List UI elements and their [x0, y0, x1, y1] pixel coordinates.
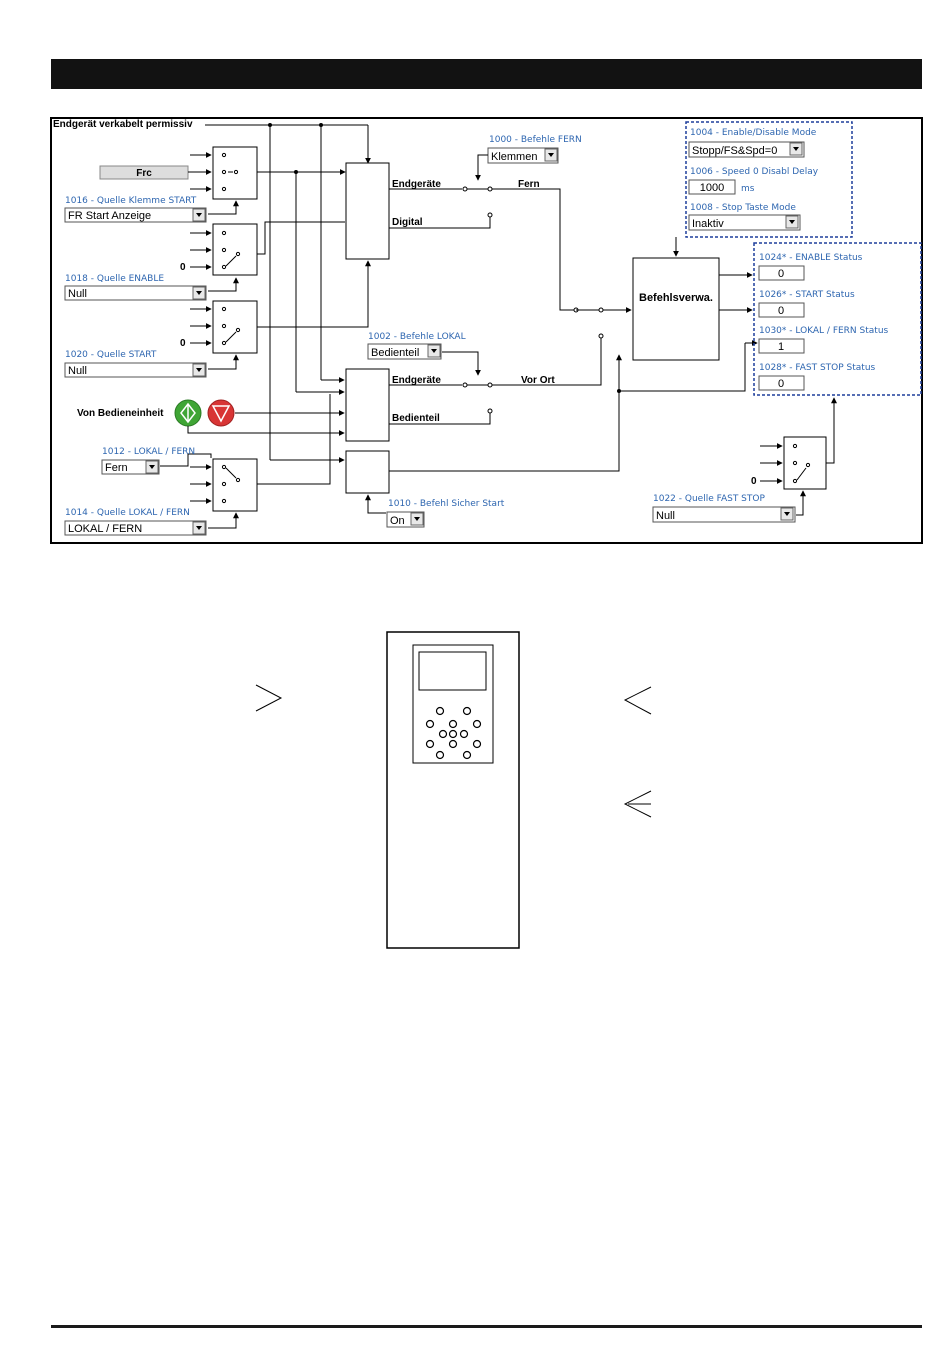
svg-text:Befehlsverwa.: Befehlsverwa.: [639, 292, 713, 304]
svg-text:FR Start Anzeige: FR Start Anzeige: [68, 210, 151, 222]
param-1006-input[interactable]: 1000: [688, 179, 736, 195]
svg-text:Von Bedieneinheit: Von Bedieneinheit: [77, 408, 164, 419]
svg-text:Frc: Frc: [136, 168, 152, 179]
param-1010-dropdown[interactable]: On: [386, 511, 425, 528]
header-bar: [51, 59, 922, 89]
param-1022-dropdown[interactable]: Null: [652, 506, 796, 523]
footer-rule: [51, 1325, 922, 1328]
param-1020-dropdown[interactable]: Null: [64, 362, 207, 378]
svg-text:0: 0: [751, 476, 757, 487]
svg-text:Klemmen: Klemmen: [491, 151, 537, 163]
param-1008-dropdown[interactable]: Inaktiv: [688, 214, 801, 231]
status-1028-value: 0: [778, 378, 784, 390]
status-1026-value: 0: [778, 305, 784, 317]
param-1002-dropdown[interactable]: Bedienteil: [367, 343, 442, 360]
svg-text:Endgeräte: Endgeräte: [392, 179, 441, 190]
status-1024-label: 1024* - ENABLE Status: [759, 253, 863, 263]
svg-text:Bedienteil: Bedienteil: [371, 347, 419, 359]
safe-start-block: [345, 450, 390, 494]
param-1018-dropdown[interactable]: Null: [64, 285, 207, 301]
param-1000-dropdown[interactable]: Klemmen: [487, 147, 559, 164]
param-1006-unit: ms: [741, 184, 755, 194]
mode-settings-group: [685, 121, 853, 238]
status-group: [753, 242, 922, 396]
svg-text:Vor Ort: Vor Ort: [521, 375, 555, 386]
switch-block-enable: [212, 223, 258, 276]
status-1030-value: 1: [778, 341, 784, 353]
param-1012-label: 1012 - LOKAL / FERN: [102, 447, 195, 457]
switch-block-local-remote: [212, 458, 258, 512]
double-chevron-left-icon: [623, 790, 652, 818]
param-1002-label: 1002 - Befehle LOKAL: [368, 332, 466, 342]
svg-text:Null: Null: [68, 365, 87, 377]
param-1004-dropdown[interactable]: Stopp/FS&Spd=0: [688, 141, 805, 158]
local-command-block: [345, 368, 390, 442]
stop-button-icon[interactable]: [207, 399, 235, 427]
param-1014-dropdown[interactable]: LOKAL / FERN: [64, 520, 207, 536]
svg-text:Null: Null: [656, 510, 675, 522]
param-1006-label: 1006 - Speed 0 Disabl Delay: [690, 167, 819, 177]
status-1024-value: 0: [778, 268, 784, 280]
svg-text:Digital: Digital: [392, 217, 423, 228]
chevron-left-icon: [623, 686, 652, 715]
switch-block-fast-stop: [783, 436, 827, 490]
svg-text:Null: Null: [68, 288, 87, 300]
param-1016-dropdown[interactable]: FR Start Anzeige: [64, 207, 207, 223]
permissive-label: Endgerät verkabelt permissiv: [53, 119, 193, 130]
param-1010-label: 1010 - Befehl Sicher Start: [388, 499, 505, 509]
svg-text:Fern: Fern: [105, 462, 128, 474]
drive-keypad-illustration: [386, 631, 520, 949]
svg-text:1000: 1000: [700, 182, 724, 194]
param-1018-label: 1018 - Quelle ENABLE: [65, 274, 164, 284]
svg-text:Inaktiv: Inaktiv: [692, 218, 724, 230]
param-1000-label: 1000 - Befehle FERN: [489, 135, 582, 145]
svg-text:0: 0: [180, 338, 186, 349]
param-1020-label: 1020 - Quelle START: [65, 350, 157, 360]
svg-text:Stopp/FS&Spd=0: Stopp/FS&Spd=0: [692, 145, 777, 157]
chevron-right-icon: [255, 684, 283, 712]
status-1028-label: 1028* - FAST STOP Status: [759, 363, 876, 373]
svg-text:LOKAL / FERN: LOKAL / FERN: [68, 523, 142, 535]
remote-command-block: [345, 162, 390, 260]
param-1008-label: 1008 - Stop Taste Mode: [690, 203, 796, 213]
svg-text:0: 0: [180, 262, 186, 273]
status-1030-label: 1030* - LOKAL / FERN Status: [759, 326, 889, 336]
svg-text:Endgeräte: Endgeräte: [392, 375, 441, 386]
command-manager-block: [632, 257, 720, 361]
svg-text:On: On: [390, 515, 405, 527]
frc-button[interactable]: Frc: [99, 165, 189, 180]
param-1022-label: 1022 - Quelle FAST STOP: [653, 494, 765, 504]
param-1012-dropdown[interactable]: Fern: [101, 459, 160, 475]
param-1004-label: 1004 - Enable/Disable Mode: [690, 128, 817, 138]
param-1014-label: 1014 - Quelle LOKAL / FERN: [65, 508, 190, 518]
status-1026-label: 1026* - START Status: [759, 290, 855, 300]
svg-text:Fern: Fern: [518, 179, 540, 190]
svg-text:Bedienteil: Bedienteil: [392, 413, 440, 424]
start-button-icon[interactable]: [174, 399, 202, 427]
param-1016-label: 1016 - Quelle Klemme START: [65, 196, 197, 206]
switch-block-start-src: [212, 300, 258, 354]
